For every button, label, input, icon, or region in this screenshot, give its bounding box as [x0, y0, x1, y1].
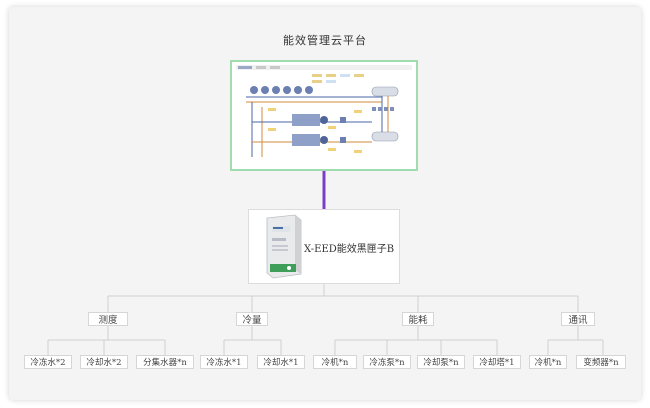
- category-measurement: 测度: [88, 312, 128, 326]
- leaf-item: 冷却水*1: [257, 355, 305, 369]
- leaf-item: 冷机*n: [313, 355, 357, 369]
- device-icon: [266, 214, 302, 279]
- platform-screenshot: [230, 60, 418, 171]
- device-card: [248, 209, 400, 284]
- category-communication: 通讯: [561, 312, 595, 326]
- leaf-item: 冷冻水*1: [200, 355, 248, 369]
- device-label: X-EED能效黑匣子B: [304, 244, 395, 255]
- category-cooling-capacity: 冷量: [236, 312, 268, 326]
- diagram-title: 能效管理云平台: [283, 34, 367, 47]
- hvac-schematic-thumbnail: [232, 62, 416, 169]
- leaf-item: 变频器*n: [576, 355, 626, 369]
- leaf-item: 冷冻水*2: [24, 355, 72, 369]
- leaf-item: 冷却水*2: [80, 355, 128, 369]
- leaf-item: 分集水器*n: [136, 355, 194, 369]
- leaf-item: 冷却泵*n: [417, 355, 465, 369]
- leaf-item: 冷机*n: [529, 355, 567, 369]
- category-energy: 能耗: [402, 312, 434, 326]
- leaf-item: 冷冻泵*n: [363, 355, 411, 369]
- leaf-item: 冷却塔*1: [473, 355, 521, 369]
